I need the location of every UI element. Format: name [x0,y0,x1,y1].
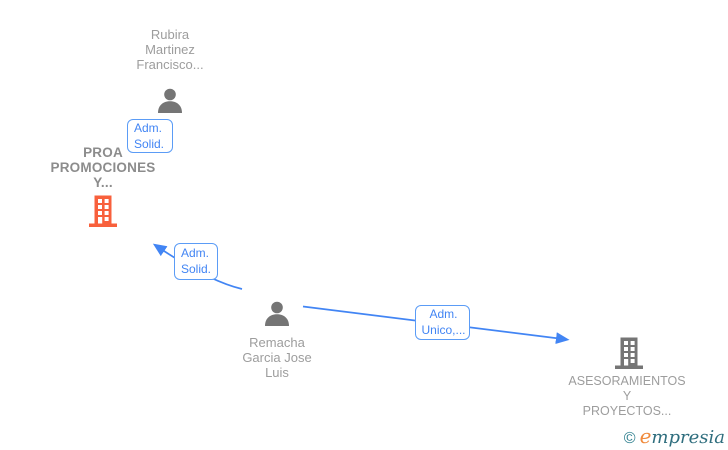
edge-label-line: Solid. [181,261,212,276]
node-rubira[interactable] [154,85,186,122]
node-name-line: Y... [93,175,113,190]
node-label-asesoramientos[interactable]: ASESORAMIENTOS Y PROYECTOS... [547,374,707,419]
brand-wordmark: empresia [640,424,725,448]
node-proa[interactable] [86,194,120,233]
node-label-rubira[interactable]: Rubira Martinez Francisco... [110,27,230,72]
person-icon [158,88,182,113]
node-name-line: Y [622,389,632,403]
edge-label-rubira-proa[interactable]: Adm. Solid. [127,119,173,153]
edge-label-remacha-proa[interactable]: Adm. Solid. [174,243,218,280]
node-name-line: PROA [83,145,123,160]
node-name-line: Remacha [249,335,305,350]
node-name-line: PROMOCIONES [50,160,156,175]
node-name-line: Luis [265,365,289,380]
company-icon [89,195,117,227]
node-name-line: Francisco... [136,57,204,72]
node-name-line: ASESORAMIENTOS [568,374,686,388]
empresia-logo[interactable]: © empresia [624,424,725,448]
person-icon [265,301,289,326]
company-icon [615,337,643,369]
node-name-line: PROYECTOS... [582,404,672,418]
node-name-line: Rubira [150,27,190,42]
edge-label-line: Adm. [181,246,210,260]
copyright-icon: © [623,430,636,447]
brand-rest: mpresia [651,427,725,448]
edge-label-line: Adm. [134,121,163,135]
node-remacha[interactable] [261,298,293,335]
brand-letter-e: e [639,424,652,448]
node-label-proa[interactable]: PROA PROMOCIONES Y... [23,145,183,190]
node-name-line: Garcia Jose [242,350,312,365]
node-asesoramientos[interactable] [612,336,646,375]
edge-label-line: Unico,... [421,322,466,337]
node-label-remacha[interactable]: Remacha Garcia Jose Luis [207,335,347,380]
edge-label-line: Adm. [429,307,458,321]
edge-label-remacha-asesoramientos[interactable]: Adm. Unico,... [415,305,470,340]
node-name-line: Martinez [145,42,195,57]
edge-label-line: Solid. [134,136,165,151]
